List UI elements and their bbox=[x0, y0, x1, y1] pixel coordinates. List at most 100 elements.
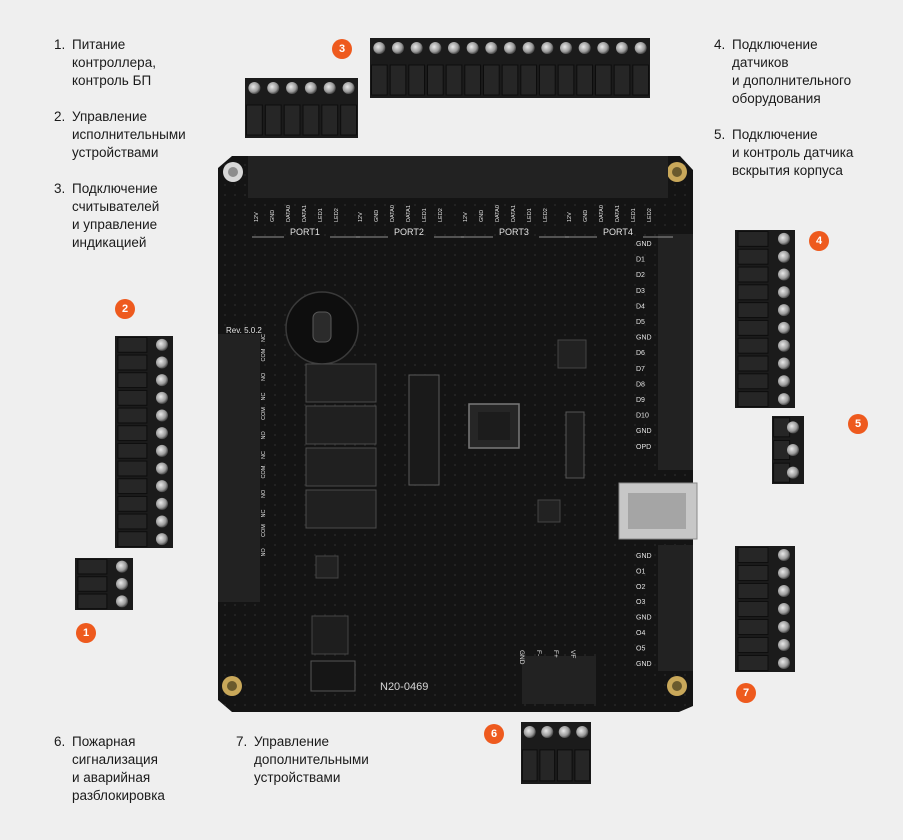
connector-power bbox=[75, 558, 133, 610]
screw bbox=[778, 621, 790, 633]
pin-label: GND bbox=[636, 241, 652, 248]
pin-label: GND bbox=[636, 553, 652, 560]
screw bbox=[576, 726, 589, 738]
screw bbox=[778, 549, 790, 561]
screw bbox=[156, 391, 168, 404]
pin-label: NC bbox=[261, 510, 267, 518]
note-number: 3. bbox=[54, 181, 66, 196]
screw bbox=[541, 42, 554, 54]
pin-label: O2 bbox=[636, 584, 645, 591]
pin-label: O4 bbox=[636, 630, 645, 637]
port-pin-label: LED2 bbox=[334, 208, 340, 222]
badge-7: 7 bbox=[736, 683, 756, 703]
note-text: Питание контроллера, контроль БП bbox=[72, 37, 156, 88]
note-readers: 3. Подключение считывателей и управление… bbox=[54, 180, 159, 252]
screw bbox=[267, 82, 280, 94]
pin-label: GND bbox=[518, 650, 525, 665]
screw bbox=[373, 42, 386, 54]
serial-label: N20-0469 bbox=[380, 681, 428, 693]
screw bbox=[156, 497, 168, 510]
pin-label: D7 bbox=[636, 366, 645, 373]
screw bbox=[429, 42, 442, 54]
pin-label: D6 bbox=[636, 350, 645, 357]
pin-label: COM bbox=[261, 407, 267, 420]
pin-label: COM bbox=[261, 348, 267, 361]
connector-tamper bbox=[772, 416, 804, 484]
screw bbox=[778, 357, 790, 370]
pin-label: NC bbox=[261, 451, 267, 459]
port-pin-label: GND bbox=[374, 210, 380, 222]
pin-label: D8 bbox=[636, 381, 645, 388]
screw bbox=[156, 338, 168, 351]
note-fire-alarm: 6. Пожарная сигнализация и аварийная раз… bbox=[54, 733, 165, 805]
pin-label: O5 bbox=[636, 645, 645, 652]
screw bbox=[634, 42, 647, 54]
screw bbox=[323, 82, 336, 94]
port-pin-label: LED1 bbox=[318, 208, 324, 222]
port-pin-label: 12V bbox=[254, 212, 260, 222]
note-sensors: 4. Подключение датчиков и дополнительног… bbox=[714, 36, 851, 108]
note-text: Пожарная сигнализация и аварийная разбло… bbox=[72, 734, 165, 803]
note-text: Управление дополнительными устройствами bbox=[254, 734, 369, 785]
connector-readers bbox=[370, 38, 650, 98]
pin-label: NC bbox=[261, 393, 267, 401]
screw bbox=[778, 657, 790, 669]
pin-label: NO bbox=[261, 489, 267, 498]
badge-4: 4 bbox=[809, 231, 829, 251]
note-number: 4. bbox=[714, 37, 726, 52]
port-label: PORT2 bbox=[394, 227, 424, 237]
screw bbox=[778, 286, 790, 299]
screw bbox=[116, 578, 128, 590]
badge-1: 1 bbox=[76, 623, 96, 643]
screw bbox=[342, 82, 355, 94]
port-pin-label: DATA0 bbox=[390, 205, 396, 222]
port-pin-label: LED2 bbox=[438, 208, 444, 222]
screw bbox=[156, 427, 168, 440]
note-tamper: 5. Подключение и контроль датчика вскрыт… bbox=[714, 126, 853, 180]
screw bbox=[778, 250, 790, 263]
port-pin-label: LED1 bbox=[631, 208, 637, 222]
screw bbox=[558, 726, 571, 738]
screw bbox=[116, 560, 128, 573]
pin-label: VF bbox=[569, 650, 576, 658]
pin-label: F+ bbox=[552, 650, 559, 658]
port-pin-label: DATA1 bbox=[511, 205, 517, 222]
screw bbox=[156, 480, 168, 493]
port-pin-label: DATA1 bbox=[302, 205, 308, 222]
note-number: 6. bbox=[54, 734, 66, 749]
screw bbox=[156, 533, 168, 546]
screw bbox=[560, 42, 572, 54]
screw bbox=[578, 42, 591, 54]
badge-2: 2 bbox=[115, 299, 135, 319]
note-text: Подключение считывателей и управление ин… bbox=[72, 181, 160, 250]
screw bbox=[778, 304, 790, 317]
badge-3: 3 bbox=[332, 39, 352, 59]
note-number: 5. bbox=[714, 127, 726, 142]
screw bbox=[485, 42, 498, 54]
pin-label: COM bbox=[261, 465, 267, 478]
port-pin-label: LED1 bbox=[527, 208, 533, 222]
note-text: Управление исполнительными устройствами bbox=[72, 109, 186, 160]
screw bbox=[523, 726, 536, 738]
screw bbox=[304, 82, 317, 94]
port-pin-label: DATA1 bbox=[615, 205, 621, 222]
pin-label: GND bbox=[636, 335, 652, 342]
pin-label: D5 bbox=[636, 319, 645, 326]
screw bbox=[248, 82, 261, 94]
note-actuators: 2. Управление исполнительными устройства… bbox=[54, 108, 186, 162]
pin-label: F- bbox=[535, 650, 542, 656]
screw bbox=[597, 42, 610, 54]
port-label: PORT1 bbox=[290, 227, 320, 237]
port-pin-label: DATA0 bbox=[495, 205, 501, 222]
note-power: 1. Питание контроллера, контроль БП bbox=[54, 36, 156, 90]
screw bbox=[616, 42, 628, 54]
screw bbox=[778, 393, 790, 406]
connector-fire-alarm bbox=[521, 722, 591, 784]
pin-label: NO bbox=[261, 431, 267, 440]
port-pin-label: 12V bbox=[567, 212, 573, 222]
screw bbox=[787, 466, 799, 479]
note-extra-devices: 7. Управление дополнительными устройства… bbox=[236, 733, 369, 787]
pin-label: D9 bbox=[636, 397, 645, 404]
pin-label: O3 bbox=[636, 599, 645, 606]
screw bbox=[778, 232, 790, 245]
